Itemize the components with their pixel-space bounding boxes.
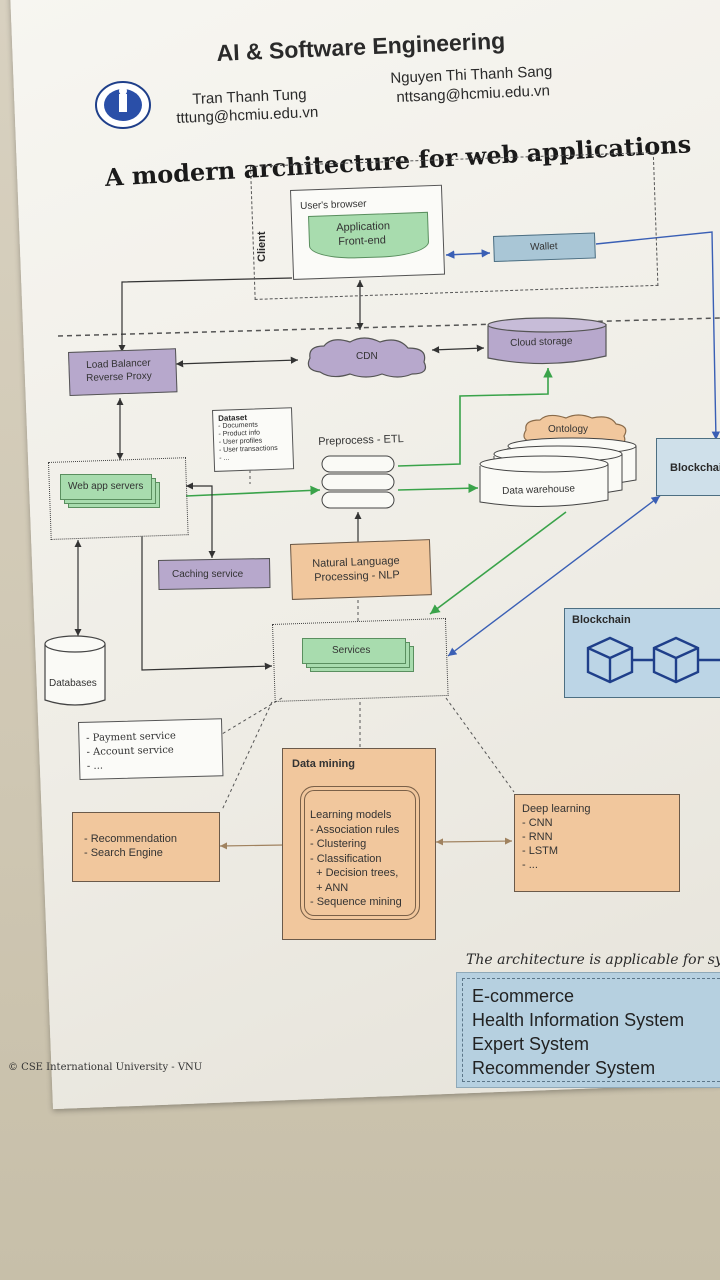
- lb-label-2: Reverse Proxy: [86, 370, 152, 384]
- applicable-item-1: E-commerce: [472, 986, 575, 1006]
- recommendation-text: - Recommendation - Search Engine: [84, 833, 177, 859]
- blockchain-box[interactable]: [564, 608, 720, 698]
- frontend-label-2: Front-end: [338, 234, 387, 248]
- applicable-item-4: Recommender System: [472, 1058, 656, 1078]
- dataset-items: - Documents - Product info - User profil…: [218, 421, 278, 462]
- databases-label: Databases: [49, 678, 97, 689]
- deep-learning-text: Deep learning - CNN - RNN - LSTM - ...: [522, 803, 591, 871]
- blockchain-label: Blockchain: [572, 614, 631, 626]
- blockchain-top-label: Blockchain: [670, 462, 720, 474]
- university-logo: [94, 80, 152, 130]
- blockchain-cube-icons: [582, 630, 720, 686]
- learning-models-text: Learning models - Association rules - Cl…: [310, 809, 402, 908]
- cloud-storage-icon: [486, 316, 608, 368]
- databases-icon: [42, 634, 108, 710]
- recommendation-box[interactable]: [72, 812, 220, 882]
- frontend-label-1: Application: [336, 220, 391, 234]
- caching-label: Caching service: [172, 569, 244, 580]
- applicable-item-3: Expert System: [472, 1034, 590, 1054]
- applicable-box: [456, 972, 720, 1088]
- etl-cylinders-icon: [318, 452, 400, 512]
- browser-label: User's browser: [300, 198, 367, 212]
- client-label: Client: [256, 231, 268, 262]
- footer-copyright: © CSE International University - VNU: [8, 1062, 203, 1073]
- ontology-label: Ontology: [548, 424, 589, 435]
- webapp-box[interactable]: [60, 474, 152, 500]
- service-list-text: - Payment service - Account service - ..…: [86, 730, 176, 772]
- learning-models-box: [300, 786, 420, 920]
- lb-label-1: Load Balancer: [86, 357, 151, 371]
- services-label: Services: [332, 645, 371, 656]
- cloud-storage-label: Cloud storage: [510, 335, 573, 349]
- services-box[interactable]: [302, 638, 406, 664]
- applicable-item-2: Health Information System: [472, 1010, 685, 1030]
- applicable-inner: [462, 978, 720, 1082]
- cdn-cloud-icon: [302, 334, 434, 380]
- wallet-label: Wallet: [530, 241, 558, 253]
- warehouse-icon: [478, 434, 640, 514]
- webapp-label: Web app servers: [68, 481, 144, 492]
- cdn-label: CDN: [356, 351, 378, 362]
- applicable-heading: The architecture is applicable for sy: [466, 952, 720, 968]
- datamining-title: Data mining: [292, 758, 355, 770]
- blockchain-top-box[interactable]: [656, 438, 720, 496]
- deep-learning-box[interactable]: [514, 794, 680, 892]
